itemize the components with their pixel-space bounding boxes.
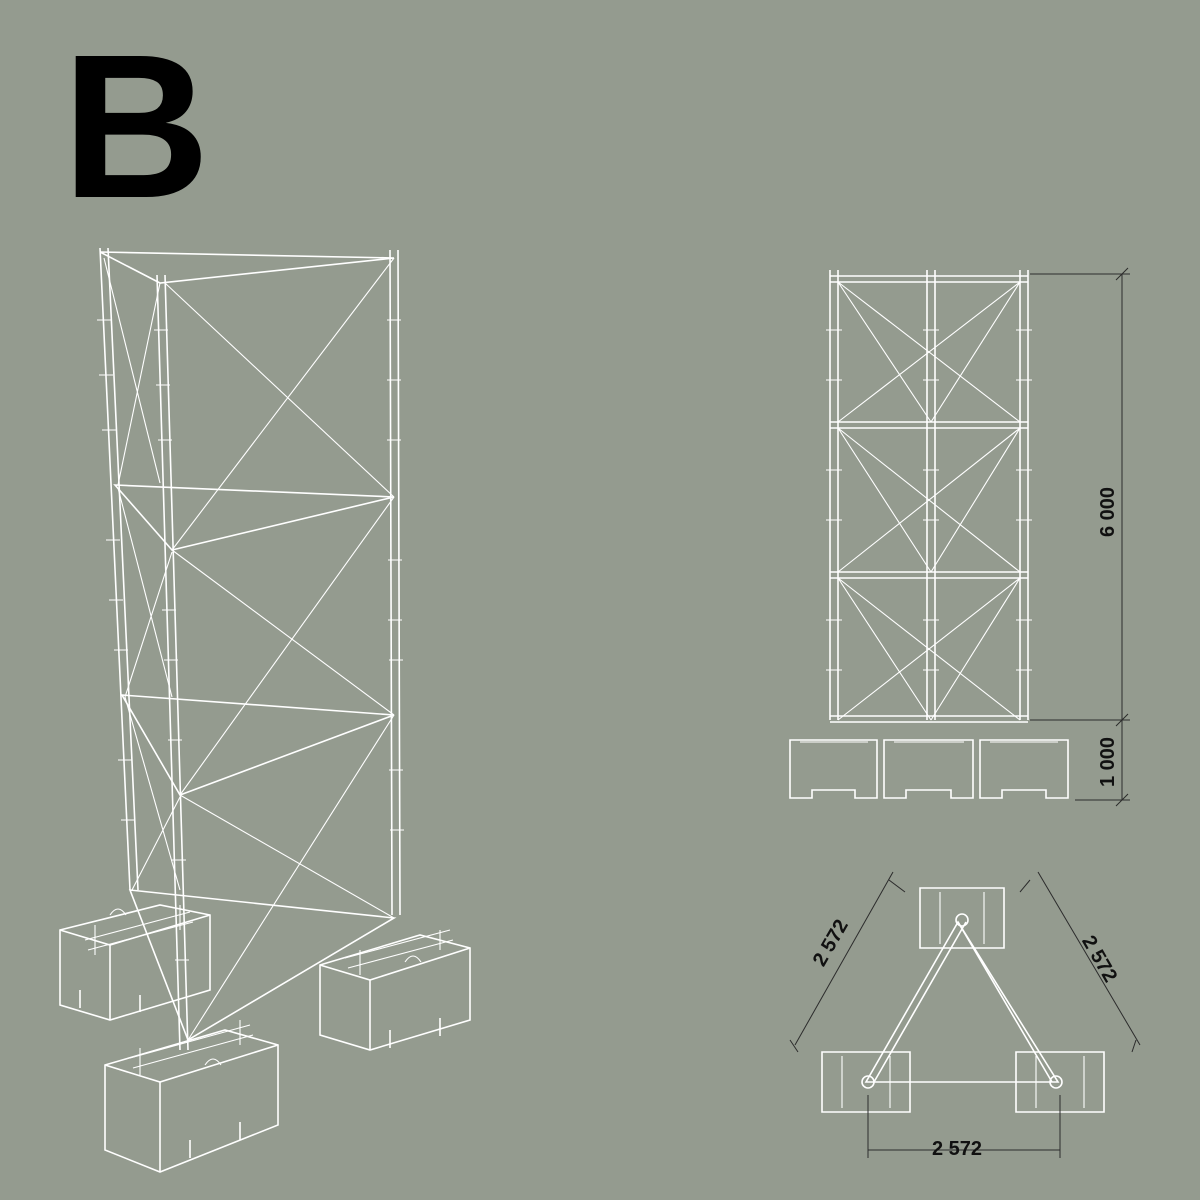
ballast-block-right	[319, 934, 471, 1051]
elevation-bracing	[837, 281, 1021, 721]
ballast-block-left	[59, 904, 211, 1021]
dimension-side-right: 2 572	[1077, 932, 1121, 986]
elevation-couplers	[826, 329, 1032, 671]
tower-bracing	[103, 257, 395, 1041]
elevation-view	[789, 267, 1130, 807]
plan-frame	[861, 913, 1063, 1089]
ballast-block-front	[104, 1029, 279, 1173]
panel-label: B	[62, 12, 211, 241]
dimension-side-bottom: 2 572	[932, 1138, 982, 1160]
dimension-side-left: 2 572	[809, 916, 853, 970]
elevation-dimensions	[1030, 267, 1130, 807]
plan-view	[789, 871, 1141, 1158]
plan-dimensions	[789, 871, 1141, 1158]
isometric-tower-view	[59, 247, 471, 1173]
elevation-frames	[830, 275, 1028, 723]
tower-masts	[99, 247, 401, 1051]
dimension-height-upper: 6 000	[1097, 487, 1119, 537]
tower-frames	[99, 251, 397, 1042]
elevation-ballast-blocks	[789, 739, 1069, 799]
dimension-height-lower: 1 000	[1097, 737, 1119, 787]
base-clamps	[84, 905, 454, 1075]
elevation-masts	[829, 270, 1029, 720]
mast-couplers	[97, 319, 404, 961]
